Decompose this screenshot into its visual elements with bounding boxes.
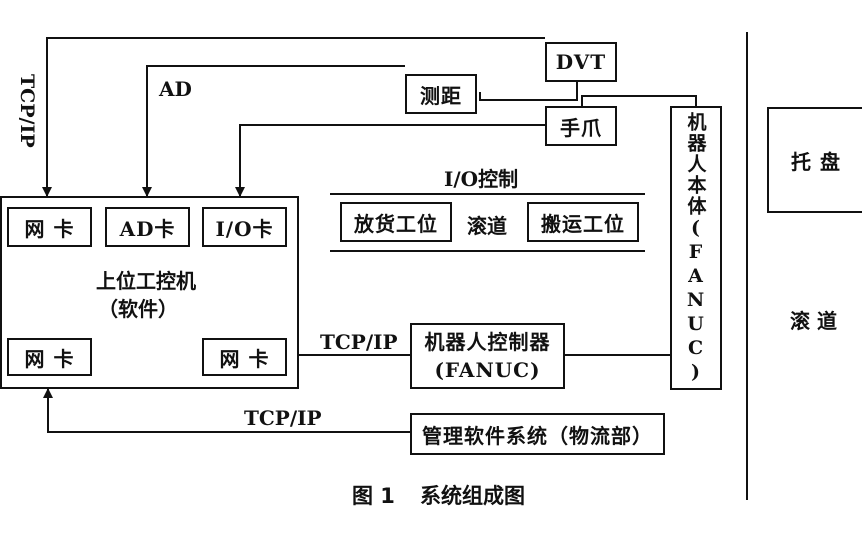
gripper-connector [235,124,545,197]
put-station-box: 放货工位 [340,202,452,242]
io-control-label: I/O控制 [444,167,519,191]
ranging-connector [142,65,405,197]
roller-mid-label: 滚道 [467,214,507,238]
robot-controller-line1: 机器人控制器 [424,330,551,354]
tcpip-management-label: TCP/IP [244,406,322,430]
ranging-box: 测距 [405,74,477,114]
tray-box: 托 盘 [767,107,862,213]
dvt-connector [42,37,545,197]
network-card-top: 网 卡 [7,207,92,247]
gripper-robot-link [581,95,697,106]
upper-computer-title: 上位工控机 [96,269,196,293]
figure-title: 系统组成图 [420,484,525,508]
io-top-rule [330,193,645,195]
network-card-bottom-right: 网 卡 [202,338,287,376]
mgmt-connector [43,388,410,433]
robot-controller-box: 机器人控制器 (FANUC) [410,323,565,389]
ad-label: AD [159,77,192,101]
ad-card: AD卡 [105,207,190,247]
io-card: I/O卡 [202,207,287,247]
network-card-bottom-left: 网 卡 [7,338,92,376]
roller-right-label: 滚 道 [790,309,837,333]
dvt-box: DVT [545,42,617,82]
carry-station-box: 搬运工位 [527,202,639,242]
upper-computer-subtitle: （软件） [98,297,178,321]
management-system-box: 管理软件系统（物流部） [410,413,665,455]
tcpip-vertical-label: TCP/IP [16,74,38,148]
io-bottom-rule [330,250,645,252]
tcpip-controller-label: TCP/IP [320,330,398,354]
gripper-box: 手爪 [545,106,617,146]
robot-body-box: 机器人本体(FANUC) [670,106,722,390]
dvt-ranging-link [479,80,578,101]
figure-number: 图 1 [352,484,395,508]
robot-body-label: 机器人本体(FANUC) [684,111,707,385]
robot-controller-line2: (FANUC) [434,358,541,382]
